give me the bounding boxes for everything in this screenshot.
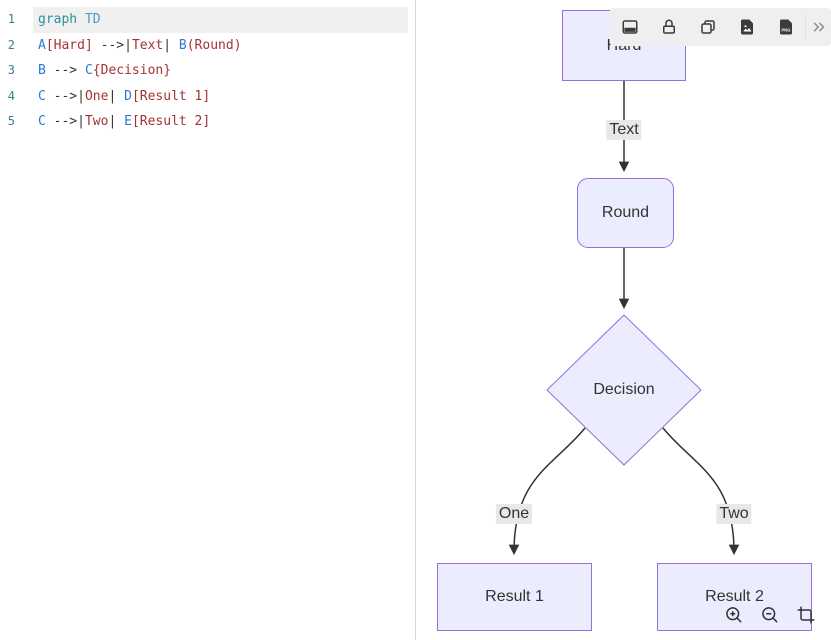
- export-png-icon: PNG: [779, 19, 792, 35]
- code-token: -->: [45, 88, 78, 104]
- code-token: Two: [84, 114, 109, 129]
- code-token: |: [163, 37, 172, 53]
- copy-button[interactable]: [688, 8, 727, 46]
- code-token: -->: [45, 63, 85, 78]
- code-line[interactable]: C -->|Two| E[Result 2]: [33, 109, 408, 135]
- edge-label-one: One: [495, 504, 533, 524]
- code-token: [Hard]: [45, 37, 93, 53]
- code-token: [116, 89, 124, 104]
- code-token: C: [38, 88, 46, 104]
- code-token: [171, 38, 179, 53]
- zoom-in-button[interactable]: [724, 603, 744, 627]
- code-token: [116, 114, 124, 129]
- lock-icon: [662, 19, 675, 34]
- code-line[interactable]: B --> C{Decision}: [33, 58, 408, 84]
- more-actions-button[interactable]: [805, 14, 831, 40]
- code-token: |: [77, 114, 85, 129]
- node-round-label: Round: [601, 204, 650, 221]
- code-token: [Result 1]: [131, 88, 211, 104]
- line-number: 2: [7, 37, 15, 52]
- edge-label-text: Text: [606, 120, 642, 140]
- diagram-toolbar: PNG: [610, 8, 831, 46]
- code-token: -->: [92, 37, 125, 53]
- edge-decision-result1: [508, 427, 586, 556]
- code-token: C: [38, 114, 46, 129]
- editor-line[interactable]: 3 B --> C{Decision}: [0, 58, 415, 84]
- node-result1-label: Result 1: [485, 588, 544, 605]
- code-token: {Decision}: [92, 63, 172, 78]
- code-token: E: [124, 114, 132, 129]
- crop-button[interactable]: [796, 603, 816, 627]
- edge-decision-result2: [662, 427, 740, 556]
- export-png-button[interactable]: PNG: [766, 8, 805, 46]
- code-token: |: [77, 88, 85, 104]
- edge-label-two: Two: [716, 504, 752, 524]
- code-token: B: [178, 37, 187, 53]
- export-image-icon: [740, 19, 753, 35]
- zoom-controls: [724, 603, 816, 627]
- toggle-panel-button[interactable]: [610, 8, 649, 46]
- code-token: graph: [38, 12, 78, 27]
- line-number: 3: [7, 63, 15, 77]
- code-token: A: [38, 37, 46, 53]
- lock-button[interactable]: [649, 8, 688, 46]
- code-token: [Result 2]: [131, 114, 211, 129]
- code-token: |: [124, 37, 132, 53]
- diagram-canvas[interactable]: Hard Round Decision Result 1 Result 2 Te…: [416, 0, 831, 640]
- node-round: Round: [577, 178, 674, 248]
- node-decision-label: Decision: [593, 381, 655, 398]
- export-image-button[interactable]: [727, 8, 766, 46]
- chevrons-right-icon: [813, 22, 824, 32]
- code-line[interactable]: graph TD: [33, 7, 408, 33]
- code-token: |: [108, 88, 117, 104]
- code-token: |: [108, 114, 117, 129]
- code-token: -->: [45, 114, 78, 129]
- panel-bottom-icon: [622, 20, 637, 34]
- code-token: D: [124, 88, 132, 104]
- code-token: C: [84, 63, 93, 78]
- code-token: One: [84, 88, 109, 104]
- code-token: (Round): [186, 37, 242, 53]
- line-number: 4: [7, 88, 15, 103]
- code-token: Text: [131, 37, 164, 53]
- crop-icon: [797, 606, 815, 624]
- node-decision-shape: [546, 314, 702, 466]
- line-number: 5: [7, 114, 15, 128]
- zoom-out-button[interactable]: [760, 603, 780, 627]
- zoom-in-icon: [726, 607, 742, 623]
- node-result1: Result 1: [437, 563, 592, 631]
- code-line[interactable]: C -->|One| D[Result 1]: [33, 84, 408, 110]
- zoom-out-icon: [762, 607, 778, 623]
- editor-line[interactable]: 1 graph TD: [0, 7, 415, 33]
- svg-text:PNG: PNG: [781, 28, 790, 33]
- line-number: 1: [7, 12, 15, 26]
- code-token: B: [38, 63, 46, 78]
- node-result2-label: Result 2: [705, 588, 764, 605]
- code-token: TD: [84, 12, 101, 27]
- copy-icon: [700, 20, 715, 34]
- code-token: [77, 12, 85, 27]
- diagram-edges: [508, 81, 740, 556]
- code-line[interactable]: A[Hard] -->|Text| B(Round): [33, 33, 408, 59]
